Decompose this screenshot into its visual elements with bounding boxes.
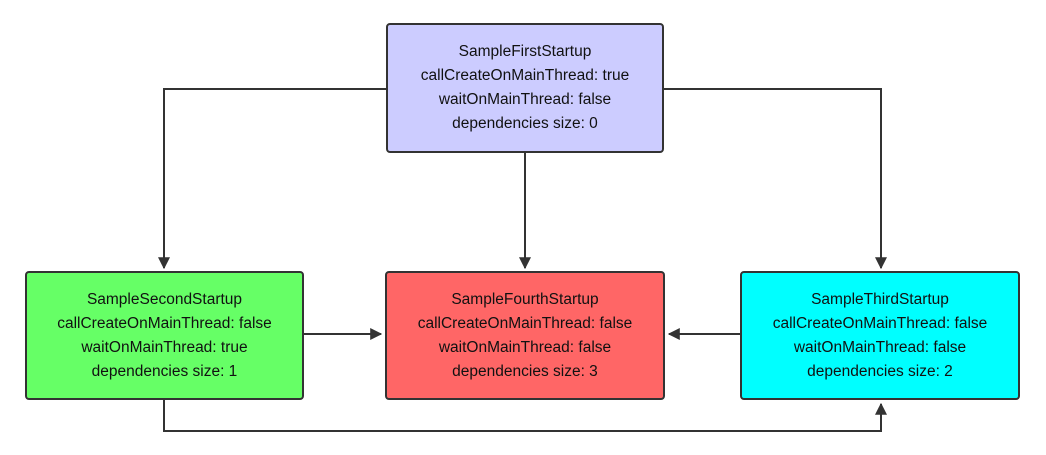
node-prop-line: waitOnMainThread: false [793, 338, 967, 356]
node-prop-line: dependencies size: 0 [452, 115, 598, 132]
node-prop-line: waitOnMainThread: true [81, 338, 248, 356]
node-prop-line: waitOnMainThread: false [438, 91, 612, 108]
node-prop-line: waitOnMainThread: false [438, 338, 612, 356]
node-sample-third-startup: SampleThirdStartup callCreateOnMainThrea… [740, 271, 1020, 400]
node-prop-line: dependencies size: 2 [807, 362, 953, 380]
edge-SampleFirstStartup-to-SampleThirdStartup [664, 88, 887, 270]
node-prop-line: callCreateOnMainThread: true [420, 67, 630, 84]
node-title: SampleThirdStartup [811, 290, 949, 308]
node-title: SampleFourthStartup [451, 290, 599, 308]
node-prop-line: callCreateOnMainThread: false [772, 314, 988, 332]
node-sample-first-startup: SampleFirstStartup callCreateOnMainThrea… [386, 23, 664, 153]
node-prop-line: callCreateOnMainThread: false [417, 314, 633, 332]
node-title: SampleFirstStartup [458, 43, 592, 60]
node-title: SampleSecondStartup [86, 290, 243, 308]
node-sample-second-startup: SampleSecondStartup callCreateOnMainThre… [25, 271, 304, 400]
node-sample-fourth-startup: SampleFourthStartup callCreateOnMainThre… [385, 271, 665, 400]
node-prop-line: dependencies size: 3 [452, 362, 598, 380]
node-prop-line: callCreateOnMainThread: false [57, 314, 272, 332]
node-prop-line: dependencies size: 1 [91, 362, 238, 380]
edge-SampleSecondStartup-to-SampleThirdStartup [163, 400, 887, 432]
edge-SampleFirstStartup-to-SampleSecondStartup [158, 88, 386, 270]
